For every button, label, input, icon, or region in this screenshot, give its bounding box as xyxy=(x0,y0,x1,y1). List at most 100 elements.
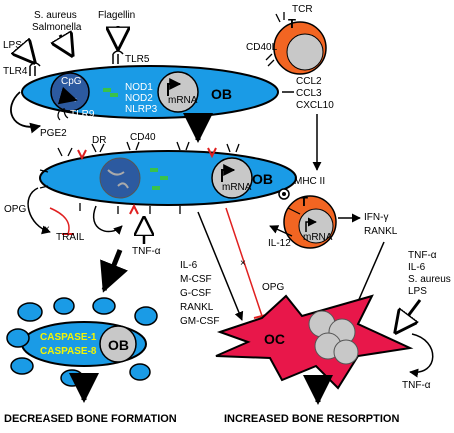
oc-body xyxy=(215,294,414,390)
opg-left-label: OPG xyxy=(4,204,26,215)
increased-resorption-label: INCREASED BONE RESORPTION xyxy=(224,413,399,425)
opg-center-label: OPG xyxy=(262,282,284,293)
dr-label: DR xyxy=(92,135,106,146)
cxcl10-label: CXCL10 xyxy=(296,100,334,111)
middle-osteoblast: mRNA OB DR CD40 MHC II xyxy=(39,132,325,215)
top-t-label: T xyxy=(288,16,296,31)
red-ligand-top xyxy=(207,147,217,159)
salmonella-label: Salmonella xyxy=(32,22,82,33)
cd40l-shape xyxy=(265,53,275,67)
mid-t-mrna: mRNA xyxy=(303,232,333,243)
trail-label: TRAIL xyxy=(56,232,85,243)
mhcii-contact-dot xyxy=(282,192,286,196)
mid-surface-receptors xyxy=(39,141,240,214)
ccl2-label: CCL2 xyxy=(296,76,322,87)
dr-ligand xyxy=(77,149,87,161)
cpg-label: CpG xyxy=(61,76,82,87)
mid-t-label: T xyxy=(300,194,308,209)
cd40-label: CD40 xyxy=(130,132,156,143)
cytokine-arrow xyxy=(197,211,244,321)
mid-t-transcription-icon xyxy=(305,217,317,232)
mid-dna-3 xyxy=(152,186,160,190)
nod2-label: NOD2 xyxy=(125,93,153,104)
cytokine-2: G-CSF xyxy=(180,288,211,299)
right-list-arrow xyxy=(396,299,422,332)
caspase8-label: CASPASE-8 xyxy=(40,346,97,357)
middle-t-cell: T mRNA xyxy=(283,194,337,249)
lps-arrow xyxy=(22,48,34,62)
mid-mrna-label: mRNA xyxy=(222,182,252,193)
il12-label: IL-12 xyxy=(268,238,291,249)
top-transcription-icon xyxy=(167,78,182,96)
blebs-8 xyxy=(129,363,151,381)
blebs-5 xyxy=(6,328,30,348)
tnfa-oc-label: TNF-α xyxy=(402,380,431,391)
tnfa-center-label: TNF-α xyxy=(132,246,161,257)
apop-ob-label: OB xyxy=(108,337,129,353)
il12-arrow xyxy=(269,225,293,237)
top-t-cell: T TCR CD40L xyxy=(246,4,327,75)
mid-dna-2 xyxy=(160,176,168,180)
apop-ob-nucleus xyxy=(99,325,137,363)
right-list-2: S. aureus xyxy=(408,274,451,285)
caspase1-label: CASPASE-1 xyxy=(40,332,97,343)
dna-frag-1 xyxy=(103,88,111,92)
ifng-label: IFN-γ xyxy=(364,212,388,223)
flagellin-label: Flagellin xyxy=(98,10,135,21)
tlr5-receptor-shape xyxy=(112,50,124,64)
apoptotic-osteoblast: OB CASPASE-1 CASPASE-8 xyxy=(6,297,158,387)
cpg-arrow xyxy=(57,86,78,105)
mid-transcription-icon xyxy=(221,164,236,182)
top-ob-body xyxy=(21,65,279,119)
top-mrna-label: mRNA xyxy=(168,95,198,106)
opg-inhibit-center xyxy=(225,207,263,317)
right-list-0: TNF-α xyxy=(408,250,437,261)
oc-tnfa-loop xyxy=(409,333,434,378)
osteoclast: OC xyxy=(215,294,414,390)
pge2-loop-arrow xyxy=(10,91,42,134)
right-list-3: LPS xyxy=(408,286,427,297)
ob-apoptosis-arrow xyxy=(100,249,128,293)
tcr-mhc-link xyxy=(287,207,301,215)
bacteria-arrow xyxy=(60,35,72,55)
mid-dna-1 xyxy=(150,168,158,172)
mid-endosome-receptors xyxy=(107,169,129,189)
rankl-t-label: RANKL xyxy=(364,226,398,237)
opg-inhibit-left xyxy=(49,207,70,235)
tlr9-label: TLR9 xyxy=(70,109,95,120)
tlr5-label: TLR5 xyxy=(125,54,150,65)
tlr4-receptor-shape xyxy=(29,62,41,76)
top-t-nucleus xyxy=(286,33,324,71)
nod1-label: NOD1 xyxy=(125,82,153,93)
mid-ob-nucleus xyxy=(211,157,253,199)
blebs-2 xyxy=(53,297,75,315)
cytokine-4: GM-CSF xyxy=(180,316,219,327)
pge2-label: PGE2 xyxy=(40,128,67,139)
blebs-7 xyxy=(60,369,84,387)
oc-label: OC xyxy=(264,331,285,347)
cytokine-3: RANKL xyxy=(180,302,214,313)
lps-label: LPS xyxy=(3,40,22,51)
saureus-label: S. aureus xyxy=(34,10,77,21)
oc-nucleus-4 xyxy=(333,339,359,365)
tnfa-loop xyxy=(93,205,123,235)
top-ob-label: OB xyxy=(211,86,232,102)
decreased-formation-label: DECREASED BONE FORMATION xyxy=(4,413,177,425)
tcr-label: TCR xyxy=(292,4,313,15)
blebs-4 xyxy=(134,306,158,326)
blebs-1 xyxy=(17,302,43,322)
cytokine-0: IL-6 xyxy=(180,260,198,271)
nlrp3-label: NLRP3 xyxy=(125,104,158,115)
blebs-3 xyxy=(92,297,116,315)
right-list-1: IL-6 xyxy=(408,262,426,273)
mid-ob-label: OB xyxy=(252,171,273,187)
red-ligand-bottom xyxy=(129,203,139,215)
mid-endosome xyxy=(99,157,141,199)
opg-cross-left: × xyxy=(44,224,50,235)
top-ob-nucleus xyxy=(157,71,199,113)
trail-arrow xyxy=(27,187,51,235)
tlr9-receptor-shape xyxy=(57,107,69,121)
top-osteoblast: CpG TLR9 NOD1 NOD2 NLRP3 mRNA OB xyxy=(21,65,279,121)
